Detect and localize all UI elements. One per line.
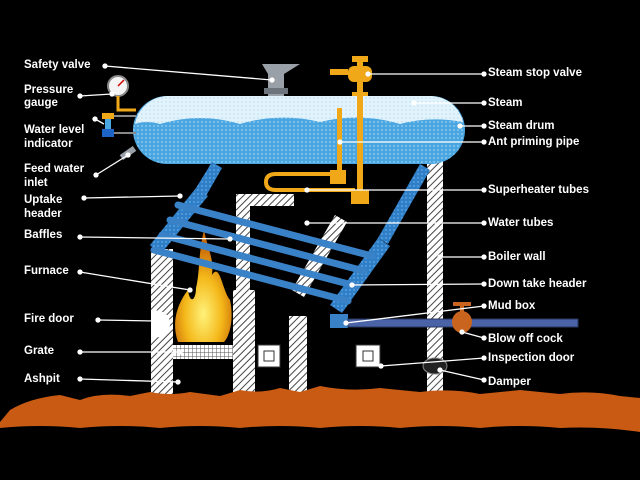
label-feed-water-inlet-line1: Feed water [24,163,85,175]
label-safety-valve: Safety valve [24,59,91,71]
label-ashpit: Ashpit [24,373,60,385]
label-water-level-indicator-line2: indicator [24,138,73,150]
superheater-box-a [330,170,346,184]
safety-valve-lever [262,64,300,74]
blow-off-cock-handle [453,302,471,306]
label-fire-door: Fire door [24,313,74,325]
leader-lines-right [304,71,487,383]
label-steam: Steam [488,97,523,109]
downtake-riser [378,164,430,244]
superheater-collar [352,92,368,96]
water-level-glass [105,119,111,135]
inspection-box-right-inner [362,350,374,362]
gauge-pipe [116,96,136,112]
water-level-valve-bottom [102,129,114,137]
water-tubes [150,201,376,305]
label-baffles: Baffles [24,229,63,241]
mud-box [330,314,348,328]
label-steam-stop-valve: Steam stop valve [488,67,582,79]
label-feed-water-inlet-line2: inlet [24,177,48,189]
label-water-level-indicator-line1: Water level [24,124,85,136]
furnace-right-wall [233,290,255,394]
label-water-tubes: Water tubes [488,217,554,229]
label-anti-priming-pipe: Ant priming pipe [488,136,580,148]
fire-door [151,310,170,338]
safety-valve-base [264,88,288,94]
label-boiler-wall: Boiler wall [488,251,546,263]
label-pressure-gauge-line2: gauge [24,97,58,109]
steam-space [135,96,463,124]
steam-stop-valve-handle [330,69,348,75]
label-mud-box: Mud box [488,300,536,312]
damper [422,357,448,375]
superheater-box-b [351,190,369,204]
label-grate: Grate [24,345,55,357]
label-blow-off-cock: Blow off cock [488,333,563,345]
label-uptake-header-line2: header [24,208,62,220]
label-steam-drum: Steam drum [488,120,555,132]
leader-lines-left [77,63,275,385]
label-inspection-door: Inspection door [488,352,575,364]
uptake-riser [196,162,222,196]
label-pressure-gauge-line1: Pressure [24,84,74,96]
furnace-flame [175,230,232,342]
steam-stop-valve-body [348,66,372,82]
water-level-valve-top [102,113,114,119]
label-furnace: Furnace [24,265,69,277]
blow-off-cock-stem [460,303,464,313]
ground [0,386,640,432]
label-damper: Damper [488,376,531,388]
steam-stop-valve-wheel [352,56,368,62]
water-level-connector [114,115,136,134]
label-down-take-header: Down take header [488,278,587,290]
label-uptake-header-line1: Uptake [24,194,63,206]
blow-off-cock [452,311,472,333]
grate [173,345,233,359]
inspection-box-left-inner [263,350,275,362]
boiler-wall [427,160,443,394]
label-superheater-tubes: Superheater tubes [488,184,589,196]
superheater-tubes [263,172,355,192]
steam-stop-pipe [357,60,363,190]
top-baffle [236,194,294,206]
middle-wall [289,316,307,394]
pressure-gauge-needle [117,79,125,87]
